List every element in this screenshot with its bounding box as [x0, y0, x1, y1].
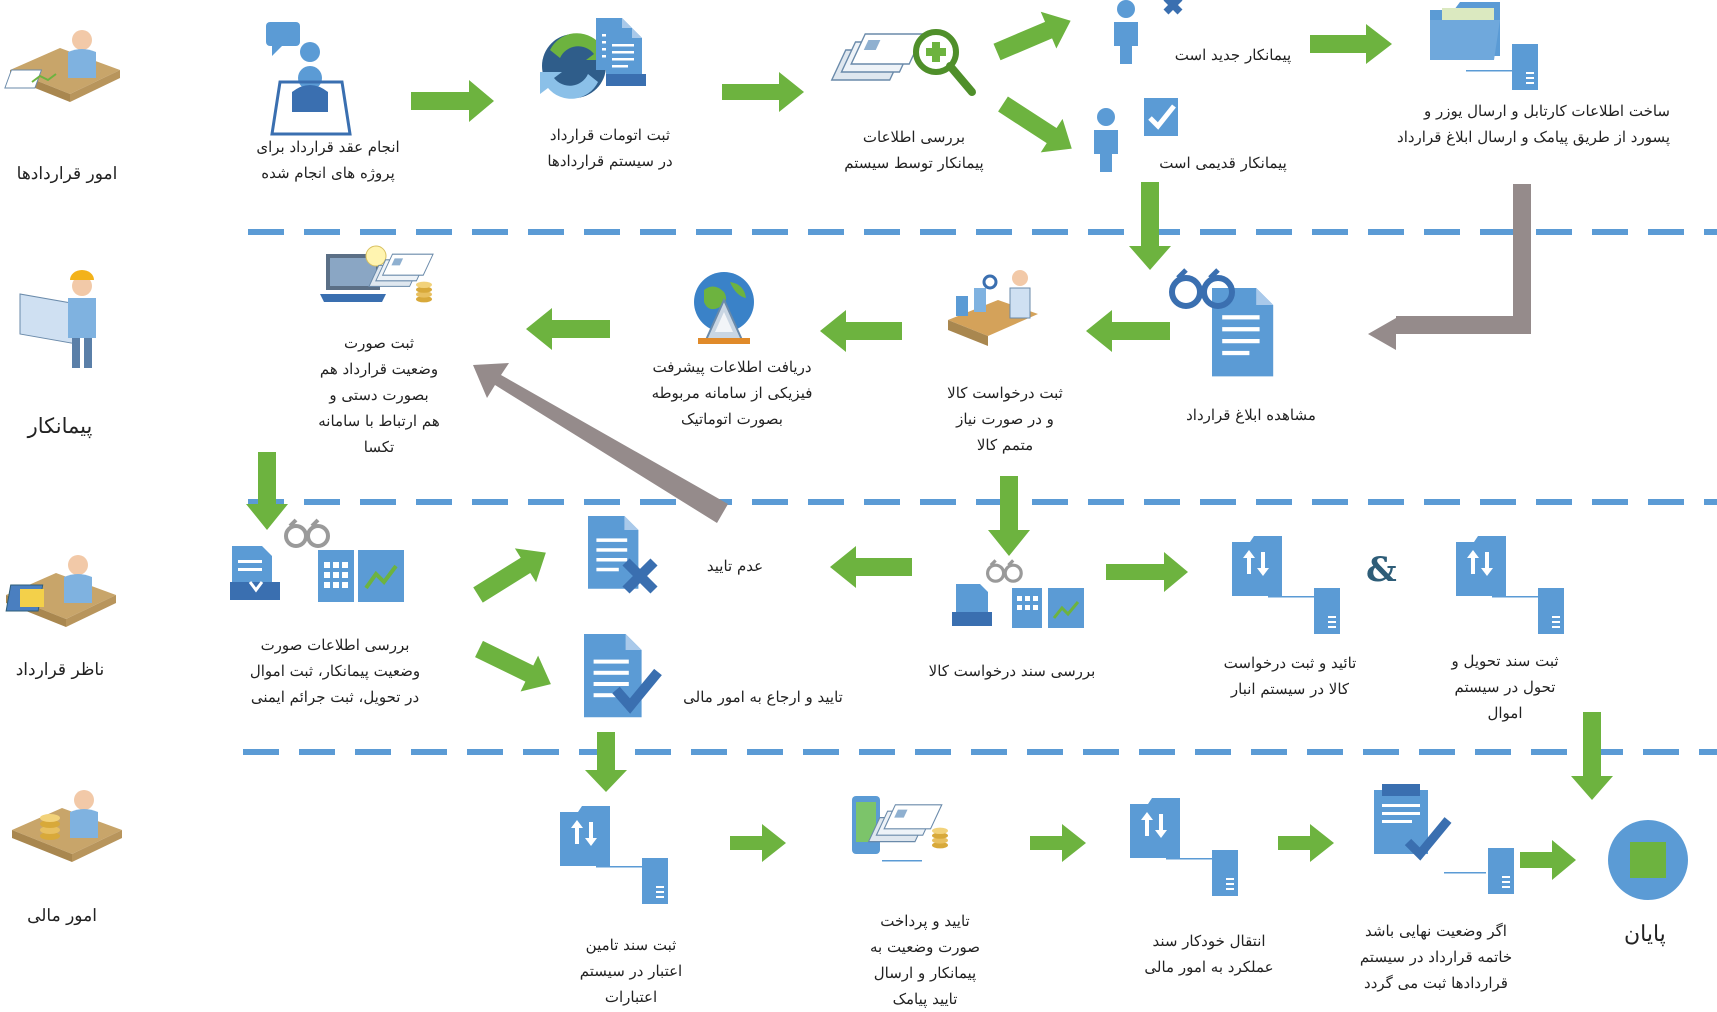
gray-arrow-reject-back: [473, 363, 728, 523]
cartable-folder-server-icon: [1430, 2, 1538, 90]
meeting-chat-icon: [266, 22, 352, 136]
lane-label-finance: امور مالی: [27, 906, 97, 926]
contract-auto-register-icon: [540, 18, 646, 99]
step-review-status: بررسی اطلاعات صورت وضعیت پیمانکار، ثبت ا…: [249, 636, 421, 706]
arrow-down-goods: [988, 476, 1030, 556]
end-circle-icon: [1608, 820, 1688, 900]
lane-label-contracts: امور قراردادها: [16, 164, 118, 184]
arrow-l4-3: [1278, 824, 1334, 862]
step-approve-refer: تایید و ارجاع به امور مالی: [683, 688, 843, 706]
arrow-reject: [830, 546, 912, 588]
approve-document-icon: [584, 634, 662, 718]
arrow-l2-1: [1086, 310, 1170, 352]
contract-closure-icon: [1374, 784, 1514, 894]
step-warehouse-register: تائید و ثبت درخواست کالا در سیستم انبار: [1223, 654, 1357, 698]
step-auto-register: ثبت اتومات قرارداد در سیستم قراردادها: [547, 126, 673, 170]
goods-request-icon: [948, 270, 1038, 346]
end-label: پایان: [1624, 922, 1666, 947]
review-status-report-icon: [230, 518, 404, 602]
assets-system-icon: [1456, 536, 1564, 634]
arrow-l2-2: [820, 310, 902, 352]
arrow-l4-4: [1520, 840, 1576, 880]
arrow-down-finance: [585, 732, 627, 792]
supervisor-icon: [5, 555, 116, 627]
arrow-down-old: [1129, 182, 1171, 270]
step-auto-transfer: انتقال خودکار سند عملکرد به امور مالی: [1144, 932, 1274, 976]
step-contract-closure: اگر وضعیت نهایی باشد خاتمه قرارداد در سی…: [1359, 922, 1513, 992]
step-reject: عدم تایید: [706, 557, 764, 575]
arrow-to-warehouse: [1106, 552, 1188, 592]
status-register-computer-icon: [320, 245, 434, 303]
arrow-l4-1: [730, 824, 786, 862]
step-new-contractor: پیمانکار جدید است: [1174, 46, 1292, 64]
step-credit-register: ثبت سند تامین اعتبار در سیستم اعتبارات: [579, 936, 683, 1006]
physical-progress-globe-icon: [694, 272, 754, 344]
arrow-2: [722, 72, 804, 112]
step-system-check: بررسی اطلاعات پیمانکار توسط سیستم: [844, 128, 984, 172]
goods-document-review-icon: [952, 558, 1084, 628]
reject-document-icon: [588, 516, 658, 594]
finance-dept-icon: [12, 790, 122, 862]
lane-label-supervisor: ناظر قرارداد: [15, 660, 105, 680]
new-contractor-icon: [1114, 0, 1183, 64]
arrow-down-status: [246, 452, 288, 530]
warehouse-system-icon: [1232, 536, 1340, 634]
auto-transfer-system-icon: [1130, 798, 1238, 896]
arrow-l2-3: [526, 308, 610, 350]
flow-arrows: [246, 11, 1613, 880]
arrow-down-end: [1571, 712, 1613, 800]
arrow-l4-2: [1030, 824, 1086, 862]
step-assets-register: ثبت سند تحویل و تحول در سیستم اموال: [1451, 652, 1559, 722]
step-receive-progress: دریافت اطلاعات پیشرفت فیزیکی از سامانه م…: [651, 358, 813, 428]
contracts-dept-icon: [4, 30, 120, 102]
existing-contractor-icon: [1094, 98, 1178, 172]
step-review-goods-doc: بررسی سند درخواست کالا: [928, 662, 1096, 680]
lane-label-contractor: پیمانکار: [27, 414, 93, 438]
step-register-status: ثبت صورت وضعیت قرارداد هم بصورت دستی و ه…: [318, 334, 440, 456]
gray-arrow-notify: [1368, 184, 1531, 350]
step-contract-signing: انجام عقد قرارداد برای پروژه های انجام ش…: [256, 138, 400, 182]
step-create-cartable: ساخت اطلاعات کارتابل و ارسال یوزر و پسور…: [1397, 102, 1670, 146]
payment-sms-icon: [852, 796, 948, 862]
contractor-check-magnifier-icon: [831, 29, 976, 96]
gray-arrows: [473, 184, 1531, 523]
lane-dividers: [243, 229, 1717, 755]
credit-system-icon: [560, 806, 668, 904]
contractor-worker-icon: [19, 270, 96, 368]
view-notice-glasses-icon: [1169, 268, 1274, 377]
step-payment: تایید و پرداخت صورت وضعیت به پیمانکار و …: [869, 912, 981, 1008]
step-existing-contractor: پیمانکار قدیمی است: [1159, 154, 1287, 172]
arrow-up-reject: [473, 548, 546, 603]
arrow-to-folder: [1310, 24, 1392, 64]
step-view-notice: مشاهده ابلاغ قرارداد: [1186, 406, 1316, 424]
and-symbol: &: [1366, 550, 1397, 590]
step-goods-request: ثبت درخواست کالا و در صورت نیاز متمم کال…: [947, 384, 1063, 454]
arrow-1: [411, 80, 494, 122]
arrow-down-approve: [475, 640, 551, 692]
arrow-new: [993, 11, 1071, 61]
arrow-old: [998, 96, 1072, 153]
